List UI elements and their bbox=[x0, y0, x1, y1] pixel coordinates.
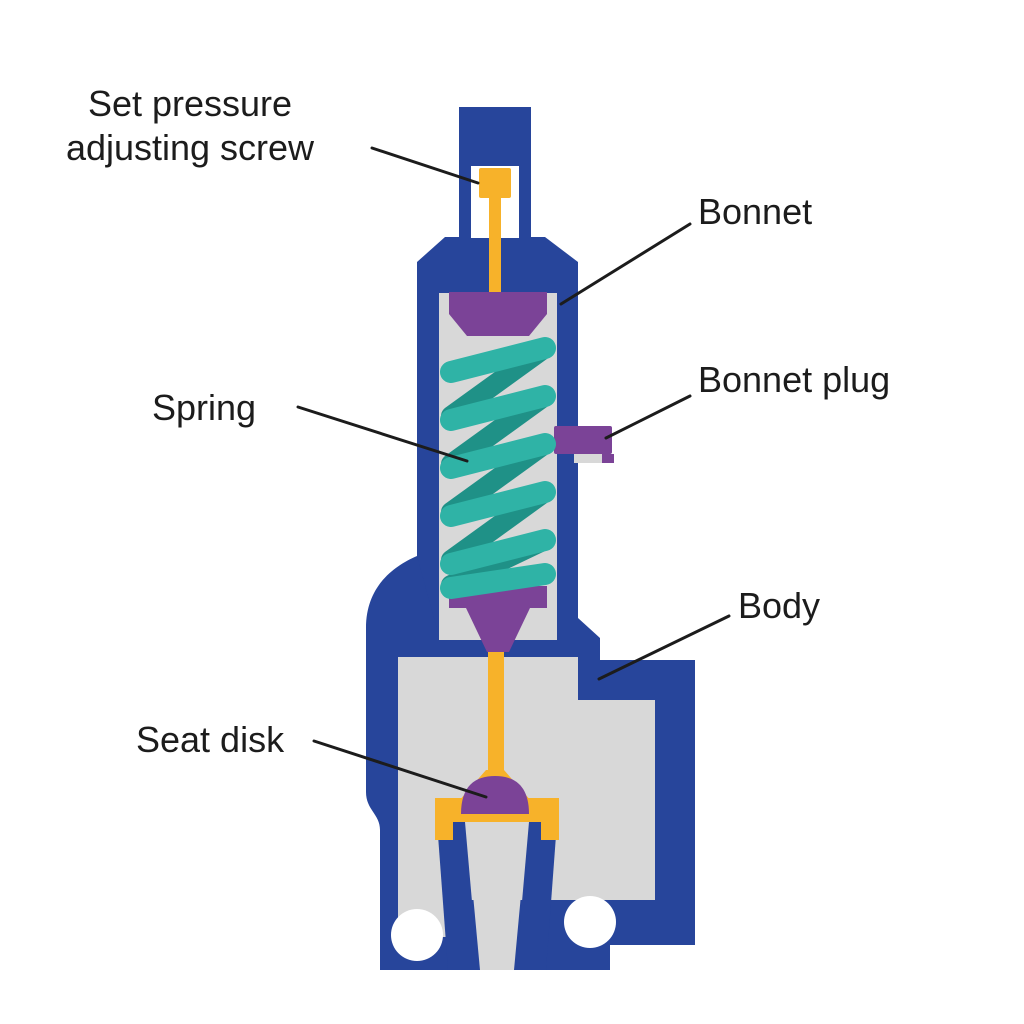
right-bolt-notch bbox=[564, 896, 616, 948]
inlet-bore bbox=[467, 830, 527, 970]
stem-upper bbox=[489, 196, 501, 308]
bonnet-plug-body bbox=[554, 426, 612, 454]
leader-bonnet-plug bbox=[604, 394, 692, 440]
seat-disk-dome bbox=[461, 776, 529, 814]
label-body: Body bbox=[738, 585, 821, 626]
stem-lower bbox=[488, 640, 504, 805]
outlet-arm bbox=[578, 660, 695, 700]
adjusting-screw-head bbox=[479, 168, 511, 198]
leader-set-pressure-screw bbox=[370, 146, 480, 185]
outlet-passage bbox=[600, 700, 655, 900]
label-bonnet: Bonnet bbox=[698, 191, 813, 232]
bonnet-plug-slot bbox=[574, 454, 602, 463]
label-seat-disk: Seat disk bbox=[136, 719, 285, 760]
leader-body bbox=[597, 614, 731, 681]
bonnet-plug-tip bbox=[600, 454, 614, 463]
seat-ring-tab-left bbox=[435, 818, 453, 840]
spring-coil bbox=[440, 337, 556, 599]
leader-spring bbox=[296, 405, 469, 463]
spring-plate-bottom-stem bbox=[466, 608, 530, 652]
spring-front-strands bbox=[440, 337, 556, 599]
seat-ring-tab-right bbox=[541, 818, 559, 840]
spring-plate-top bbox=[449, 292, 547, 336]
left-bolt-notch bbox=[391, 909, 443, 961]
label-spring: Spring bbox=[152, 387, 257, 428]
label-set-pressure-adjusting-screw: Set pressure adjusting screw bbox=[65, 83, 315, 168]
leader-lines bbox=[296, 146, 731, 799]
label-bonnet-plug: Bonnet plug bbox=[698, 359, 891, 400]
body-right-side bbox=[437, 556, 695, 970]
nozzle-wall-right bbox=[516, 822, 557, 970]
leader-seat-disk bbox=[312, 739, 488, 799]
nozzle-wall-left bbox=[437, 822, 478, 970]
leader-bonnet bbox=[559, 222, 692, 306]
